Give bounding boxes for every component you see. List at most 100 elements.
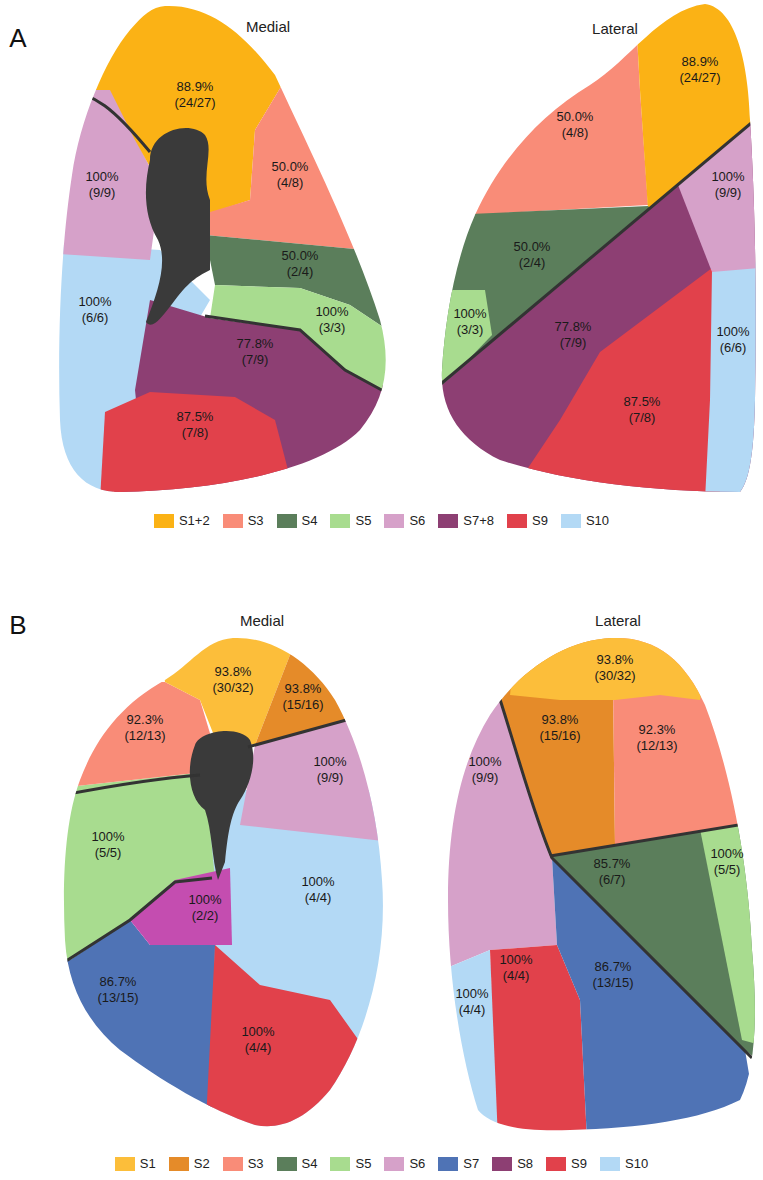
segment-percentage: 100% (9/9) bbox=[85, 169, 118, 201]
legend-item: S5 bbox=[330, 513, 371, 528]
legend-swatch bbox=[438, 1157, 458, 1171]
legend-label: S4 bbox=[302, 513, 318, 528]
segment-percentage: 50.0% (4/8) bbox=[272, 159, 309, 191]
segment-percentage: 100% (4/4) bbox=[301, 874, 334, 906]
segment-region bbox=[705, 262, 760, 500]
segment-percentage: 92.3% (12/13) bbox=[636, 722, 677, 754]
legend-label: S3 bbox=[248, 513, 264, 528]
legend-item: S10 bbox=[561, 513, 609, 528]
legend: S1+2 S3 S4 S5 S6 S7+8 S9 S10 bbox=[0, 513, 763, 528]
legend-item: S4 bbox=[277, 1156, 318, 1171]
segment-percentage: 87.5% (7/8) bbox=[624, 394, 661, 426]
legend-item: S7 bbox=[438, 1156, 479, 1171]
segment-percentage: 88.9% (24/27) bbox=[174, 79, 215, 111]
legend-label: S7 bbox=[463, 1156, 479, 1171]
legend-item: S4 bbox=[277, 513, 318, 528]
legend-swatch bbox=[492, 1157, 512, 1171]
segment-percentage: 100% (4/4) bbox=[241, 1024, 274, 1056]
legend-swatch bbox=[507, 514, 527, 528]
fissure-line bbox=[58, 775, 200, 796]
segment-region bbox=[100, 392, 288, 500]
legend-item: S7+8 bbox=[438, 513, 494, 528]
segment-region bbox=[430, 0, 648, 225]
segment-percentage: 85.7% (6/7) bbox=[594, 856, 631, 888]
legend-label: S2 bbox=[194, 1156, 210, 1171]
legend-swatch bbox=[600, 1157, 620, 1171]
hilum-shape bbox=[190, 731, 253, 880]
segment-percentage: 77.8% (7/9) bbox=[555, 319, 592, 351]
segment-percentage: 50.0% (2/4) bbox=[514, 239, 551, 271]
legend-swatch bbox=[561, 514, 581, 528]
segment-region bbox=[612, 600, 760, 846]
lung-medial bbox=[0, 0, 420, 500]
legend-item: S5 bbox=[330, 1156, 371, 1171]
segment-percentage: 100% (9/9) bbox=[468, 754, 501, 786]
segment-percentage: 100% (6/6) bbox=[716, 324, 749, 356]
segment-percentage: 93.8% (30/32) bbox=[212, 664, 253, 696]
fissure-line bbox=[248, 719, 350, 747]
legend-label: S7+8 bbox=[463, 513, 494, 528]
legend-swatch bbox=[330, 514, 350, 528]
legend-swatch bbox=[277, 1157, 297, 1171]
fissure-line bbox=[58, 88, 150, 152]
legend-label: S1 bbox=[140, 1156, 156, 1171]
segment-region bbox=[700, 822, 760, 1045]
legend-swatch bbox=[277, 514, 297, 528]
hilum-shape bbox=[146, 128, 210, 325]
view-heading: Lateral bbox=[592, 20, 638, 37]
legend-swatch bbox=[223, 514, 243, 528]
segment-region bbox=[550, 822, 760, 1062]
segment-percentage: 87.5% (7/8) bbox=[177, 409, 214, 441]
segment-percentage: 93.8% (15/16) bbox=[539, 712, 580, 744]
legend-label: S6 bbox=[409, 1156, 425, 1171]
legend: S1S2S3S4S5S6S7S8S9S10 bbox=[0, 1156, 763, 1171]
segment-percentage: 100% (9/9) bbox=[711, 169, 744, 201]
legend-swatch bbox=[169, 1157, 189, 1171]
segment-region bbox=[480, 600, 615, 856]
segment-percentage: 77.8% (7/9) bbox=[237, 336, 274, 368]
segment-region bbox=[40, 680, 212, 790]
panel-letter: A bbox=[9, 23, 26, 54]
legend-swatch bbox=[438, 514, 458, 528]
legend-item: S9 bbox=[507, 513, 548, 528]
legend-item: S1+2 bbox=[154, 513, 210, 528]
legend-swatch bbox=[546, 1157, 566, 1171]
view-heading: Lateral bbox=[595, 612, 641, 629]
legend-label: S4 bbox=[302, 1156, 318, 1171]
lung-lateral bbox=[430, 600, 762, 1140]
legend-item: S3 bbox=[223, 513, 264, 528]
segment-region bbox=[205, 945, 380, 1140]
legend-swatch bbox=[115, 1157, 135, 1171]
view-heading: Medial bbox=[246, 18, 290, 35]
legend-item: S2 bbox=[169, 1156, 210, 1171]
panel-letter: B bbox=[9, 610, 26, 641]
segment-percentage: 86.7% (13/15) bbox=[97, 974, 138, 1006]
legend-label: S9 bbox=[571, 1156, 587, 1171]
legend-label: S10 bbox=[625, 1156, 648, 1171]
segment-percentage: 100% (5/5) bbox=[91, 829, 124, 861]
legend-label: S5 bbox=[355, 1156, 371, 1171]
fissure-line bbox=[205, 316, 400, 400]
legend-item: S6 bbox=[384, 513, 425, 528]
legend-item: S10 bbox=[600, 1156, 648, 1171]
legend-swatch bbox=[384, 514, 404, 528]
lung-medial bbox=[40, 600, 420, 1140]
legend-swatch bbox=[154, 514, 174, 528]
legend-label: S6 bbox=[409, 513, 425, 528]
legend-item: S6 bbox=[384, 1156, 425, 1171]
legend-label: S5 bbox=[355, 513, 371, 528]
segment-percentage: 50.0% (4/8) bbox=[557, 109, 594, 141]
segment-percentage: 100% (5/5) bbox=[710, 846, 743, 878]
segment-percentage: 93.8% (15/16) bbox=[282, 681, 323, 713]
segment-region bbox=[200, 790, 420, 1140]
fissure-line bbox=[60, 878, 212, 965]
segment-percentage: 88.9% (24/27) bbox=[679, 54, 720, 86]
segment-region bbox=[430, 290, 492, 392]
legend-label: S3 bbox=[248, 1156, 264, 1171]
segment-percentage: 100% (3/3) bbox=[453, 306, 486, 338]
legend-swatch bbox=[384, 1157, 404, 1171]
view-heading: Medial bbox=[240, 612, 284, 629]
segment-percentage: 100% (2/2) bbox=[188, 892, 221, 924]
legend-label: S1+2 bbox=[179, 513, 210, 528]
segment-percentage: 50.0% (2/4) bbox=[282, 248, 319, 280]
